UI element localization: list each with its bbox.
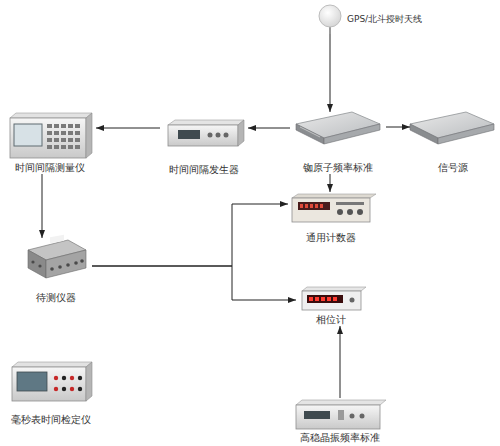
instrument-node: 信号源 — [410, 112, 496, 174]
instrument-label: 毫秒表时间检定仪 — [11, 414, 91, 426]
signal-arrow — [42, 174, 43, 238]
instrument-node: 时间间隔发生器 — [160, 118, 248, 176]
instrument-label: 铷原子频率标准 — [303, 162, 373, 174]
interval-meter-illustration — [10, 113, 92, 158]
rubidium-standard-illustration — [296, 112, 380, 144]
antenna-illustration — [319, 5, 341, 34]
universal-counter-illustration — [292, 194, 376, 222]
antenna-node: GPS/北斗授时天线 — [318, 4, 430, 34]
signal-source-illustration — [410, 112, 494, 144]
instrument-label: 通用计数器 — [306, 232, 356, 244]
instrument-node: 时间间隔测量仪 — [4, 112, 96, 174]
signal-arrow — [96, 128, 160, 129]
device-under-test-illustration — [28, 235, 86, 278]
instrument-node: 通用计数器 — [288, 192, 374, 244]
instrument-label: 相位计 — [316, 314, 346, 326]
instrument-node: 待测仪器 — [20, 238, 92, 304]
signal-arrow — [92, 266, 296, 300]
signal-arrow — [92, 204, 288, 266]
crystal-standard-illustration — [296, 400, 386, 429]
instrument-node: 铷原子频率标准 — [290, 112, 386, 174]
phase-meter-illustration — [302, 287, 366, 310]
instrument-label: 高稳晶振频率标准 — [300, 432, 380, 444]
instrument-node: 毫秒表时间检定仪 — [4, 360, 98, 426]
instrument-label: 时间间隔测量仪 — [15, 162, 85, 174]
antenna-label: GPS/北斗授时天线 — [347, 13, 422, 25]
instrument-label: 待测仪器 — [36, 292, 76, 304]
signal-arrow — [248, 128, 290, 129]
millisecond-calibrator-illustration — [12, 362, 92, 401]
instrument-node: 高稳晶振频率标准 — [290, 398, 390, 444]
instrument-label: 信号源 — [438, 162, 468, 174]
interval-generator-illustration — [168, 120, 244, 146]
signal-arrow — [330, 34, 331, 112]
instrument-label: 时间间隔发生器 — [169, 164, 239, 176]
signal-arrow — [330, 174, 331, 192]
instrument-node: 相位计 — [296, 286, 366, 326]
signal-arrow — [386, 127, 410, 128]
signal-arrow — [340, 326, 341, 398]
